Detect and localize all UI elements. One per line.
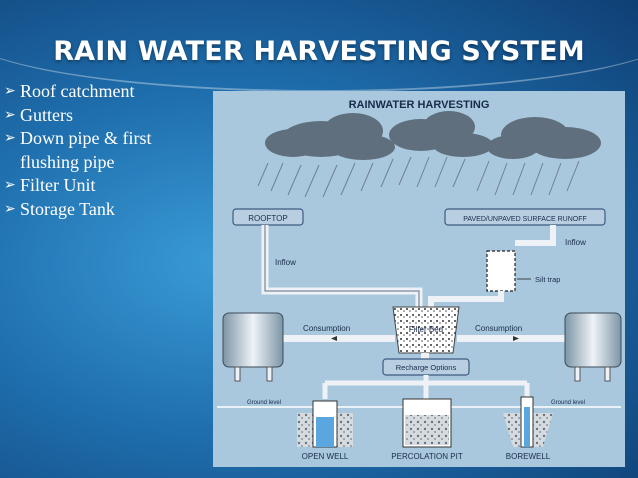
bullet-list: ➢ Roof catchment ➢Gutters ➢Down pipe & f… xyxy=(4,80,209,221)
inflow-pipe-left xyxy=(261,225,423,309)
recharge-options-label: Recharge Options xyxy=(396,363,457,372)
diagram-title: RAINWATER HARVESTING xyxy=(349,99,490,111)
silt-trap-label: Silt trap xyxy=(535,275,560,284)
ground-level-right-label: Ground level xyxy=(551,400,585,406)
consumption-left-label: Consumption xyxy=(303,324,350,333)
bullet-item: ➢Filter Unit xyxy=(4,174,209,198)
arrow-bullet-icon: ➢ xyxy=(4,131,16,146)
filter-bed-label: Filter Bed xyxy=(409,325,443,334)
arrow-bullet-icon: ➢ xyxy=(4,178,16,193)
bullet-item: ➢Down pipe & first xyxy=(4,127,209,151)
open-well xyxy=(297,400,353,448)
cloud-icon xyxy=(265,111,601,160)
bullet-item: ➢ Roof catchment xyxy=(4,80,209,104)
rainwater-diagram: RAINWATER HARVESTING ROOFTOP xyxy=(213,91,625,467)
surface-runoff-box xyxy=(444,208,606,226)
slide-title: RAIN WATER HARVESTING SYSTEM xyxy=(53,36,585,67)
borewell-label: BOREWELL xyxy=(506,452,551,461)
rain-icon xyxy=(257,156,580,198)
bullet-item: ➢Storage Tank xyxy=(4,198,209,222)
open-well-label: OPEN WELL xyxy=(302,452,349,461)
borewell xyxy=(503,396,553,448)
inflow-left-label: Inflow xyxy=(275,258,296,267)
storage-tank-left xyxy=(222,312,284,382)
ground-level-left-label: Ground level xyxy=(247,400,281,406)
consumption-right-label: Consumption xyxy=(475,324,522,333)
storage-tank-right xyxy=(564,312,622,382)
bullet-continuation: flushing pipe xyxy=(20,151,115,172)
inflow-right-label: Inflow xyxy=(565,238,586,247)
bullet-item: ➢Gutters xyxy=(4,104,209,128)
surface-runoff-label: PAVED/UNPAVED SURFACE RUNOFF xyxy=(463,216,587,223)
filter-bed xyxy=(392,306,460,354)
rooftop-label: ROOFTOP xyxy=(248,214,287,223)
inflow-pipe-right xyxy=(515,225,556,246)
percolation-pit-label: PERCOLATION PIT xyxy=(391,452,463,461)
silt-trap xyxy=(486,250,516,292)
arrow-bullet-icon: ➢ xyxy=(4,84,16,99)
arrow-bullet-icon: ➢ xyxy=(4,201,16,217)
percolation-pit xyxy=(402,398,452,448)
arrow-bullet-icon: ➢ xyxy=(4,107,16,123)
